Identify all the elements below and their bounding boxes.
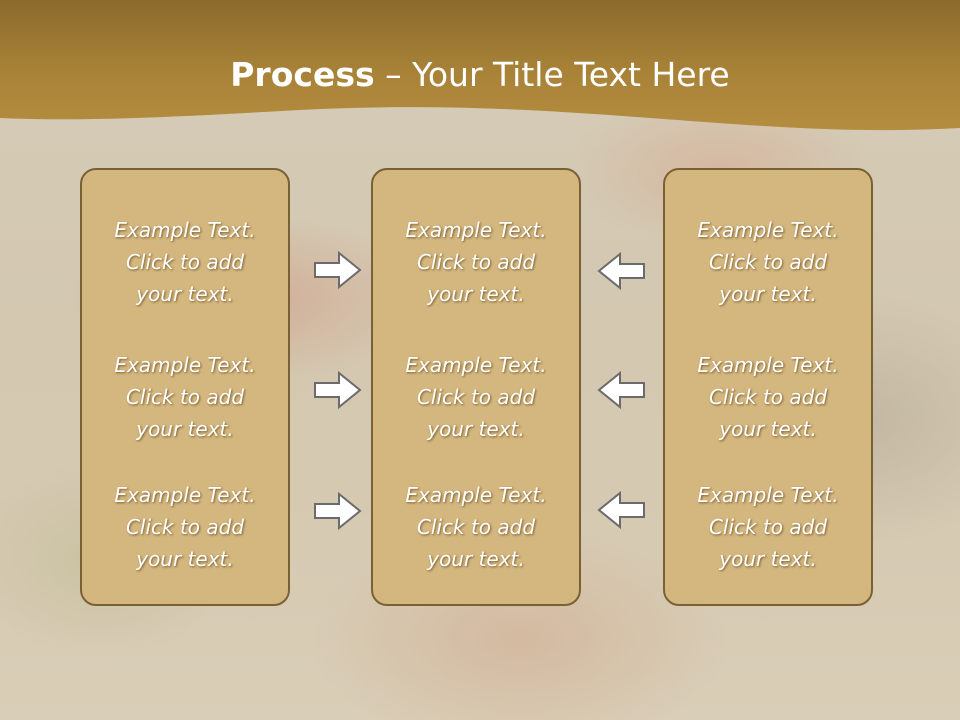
text-line: Example Text. [405, 353, 547, 377]
text-line: your text. [427, 282, 525, 306]
example-text-block[interactable]: Example Text. Click to add your text. [82, 214, 288, 310]
example-text-block[interactable]: Example Text. Click to add your text. [373, 214, 579, 310]
text-line: Example Text. [697, 218, 839, 242]
text-line: Example Text. [697, 353, 839, 377]
slide-title[interactable]: Process – Your Title Text Here [0, 52, 960, 98]
text-line: Example Text. [697, 483, 839, 507]
arrow-right-icon [314, 370, 362, 410]
text-line: Example Text. [114, 218, 256, 242]
example-text-block[interactable]: Example Text. Click to add your text. [82, 479, 288, 575]
title-banner [0, 0, 960, 131]
arrow-left-icon [597, 251, 645, 291]
text-line: your text. [719, 417, 817, 441]
text-line: your text. [719, 282, 817, 306]
example-text-block[interactable]: Example Text. Click to add your text. [665, 349, 871, 445]
text-line: Click to add [416, 385, 536, 409]
text-line: your text. [427, 417, 525, 441]
text-line: your text. [136, 417, 234, 441]
text-line: your text. [719, 547, 817, 571]
arrow-left-icon [597, 370, 645, 410]
title-bold-text: Process [230, 55, 375, 94]
text-line: Click to add [416, 515, 536, 539]
text-line: Example Text. [405, 218, 547, 242]
example-text-block[interactable]: Example Text. Click to add your text. [373, 479, 579, 575]
process-box-left[interactable]: Example Text. Click to add your text. Ex… [80, 168, 290, 606]
text-line: Click to add [125, 515, 245, 539]
arrow-right-icon [314, 250, 362, 290]
arrow-right-icon [314, 491, 362, 531]
text-line: Example Text. [114, 483, 256, 507]
text-line: Click to add [708, 515, 828, 539]
title-rest-text: – Your Title Text Here [374, 55, 730, 94]
text-line: Click to add [708, 385, 828, 409]
text-line: Click to add [125, 250, 245, 274]
text-line: Click to add [416, 250, 536, 274]
example-text-block[interactable]: Example Text. Click to add your text. [665, 479, 871, 575]
text-line: Click to add [125, 385, 245, 409]
text-line: Example Text. [114, 353, 256, 377]
example-text-block[interactable]: Example Text. Click to add your text. [82, 349, 288, 445]
text-line: your text. [136, 547, 234, 571]
example-text-block[interactable]: Example Text. Click to add your text. [373, 349, 579, 445]
text-line: Click to add [708, 250, 828, 274]
process-box-center[interactable]: Example Text. Click to add your text. Ex… [371, 168, 581, 606]
text-line: Example Text. [405, 483, 547, 507]
text-line: your text. [136, 282, 234, 306]
example-text-block[interactable]: Example Text. Click to add your text. [665, 214, 871, 310]
process-box-right[interactable]: Example Text. Click to add your text. Ex… [663, 168, 873, 606]
arrow-left-icon [597, 490, 645, 530]
text-line: your text. [427, 547, 525, 571]
